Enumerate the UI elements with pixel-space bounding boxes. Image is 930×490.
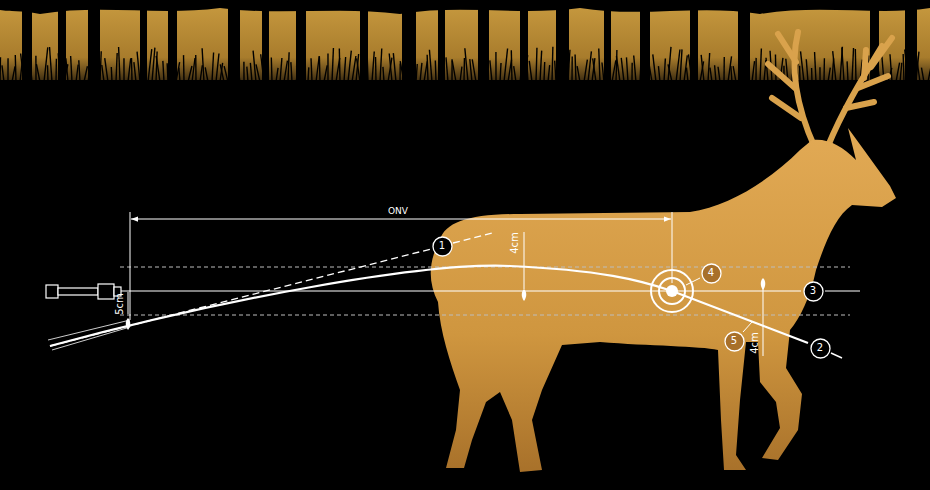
- antlers: [768, 32, 892, 148]
- leader-line: [831, 353, 842, 358]
- marker-pin: [522, 289, 527, 301]
- leader-line: [686, 278, 752, 332]
- callout-circle-shape: [433, 237, 452, 256]
- rifle-scope: [46, 284, 121, 299]
- onv-dimension: [130, 212, 672, 320]
- callout-number: 4: [708, 268, 714, 278]
- dimension-label: 4cm: [510, 232, 520, 254]
- dimension-4cm: [524, 232, 525, 289]
- tree-silhouettes: [0, 0, 930, 80]
- marker-pin: [126, 318, 131, 330]
- callout-circle-shape: [702, 264, 721, 283]
- marker-pin: [761, 278, 766, 290]
- callout-circle: 2: [810, 338, 831, 359]
- callout-circle: 5: [724, 331, 745, 352]
- sight-line: [120, 291, 860, 292]
- target-point: [651, 270, 693, 312]
- trajectory: [50, 266, 808, 346]
- callout-circle: 4: [701, 263, 722, 284]
- callout-number: 3: [810, 286, 816, 296]
- callout-circle: 3: [803, 281, 824, 302]
- callout-circle-shape: [804, 282, 823, 301]
- callout-number: 5: [731, 336, 737, 346]
- callout-circle-shape: [725, 332, 744, 351]
- deer-silhouette: [431, 32, 896, 472]
- dimension-label: ONV: [388, 207, 408, 216]
- sky-band: [0, 0, 930, 82]
- deer-body: [431, 128, 896, 472]
- dimension-label: 4cm: [750, 332, 760, 354]
- tolerance-band: [120, 267, 850, 315]
- ground: [0, 80, 930, 490]
- callout-number: 1: [439, 241, 445, 251]
- callout-circle-shape: [811, 339, 830, 358]
- callout-number: 2: [817, 343, 823, 353]
- callout-circle: 1: [432, 236, 453, 257]
- dimension-4cm: [763, 288, 764, 356]
- dimension-5cm: [128, 292, 129, 314]
- dimension-label: 5cm: [115, 293, 125, 315]
